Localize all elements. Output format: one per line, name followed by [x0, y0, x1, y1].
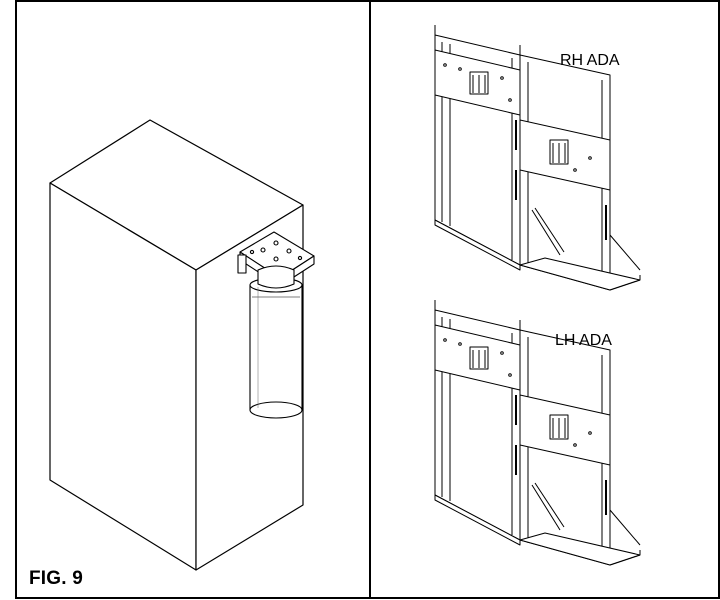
rh-ada-label: RH ADA	[560, 52, 620, 69]
cabinet-drawing	[49, 119, 315, 571]
filter-cartridge	[249, 277, 303, 419]
lh-ada-label: LH ADA	[555, 332, 612, 349]
figure-label: FIG. 9	[29, 568, 83, 589]
filter-bracket	[237, 231, 315, 289]
ada-frames-view: RH ADA LH ADA	[370, 0, 720, 600]
ada-frames-drawing	[434, 24, 641, 566]
cabinet-filter-view: FIG. 9	[29, 119, 315, 589]
